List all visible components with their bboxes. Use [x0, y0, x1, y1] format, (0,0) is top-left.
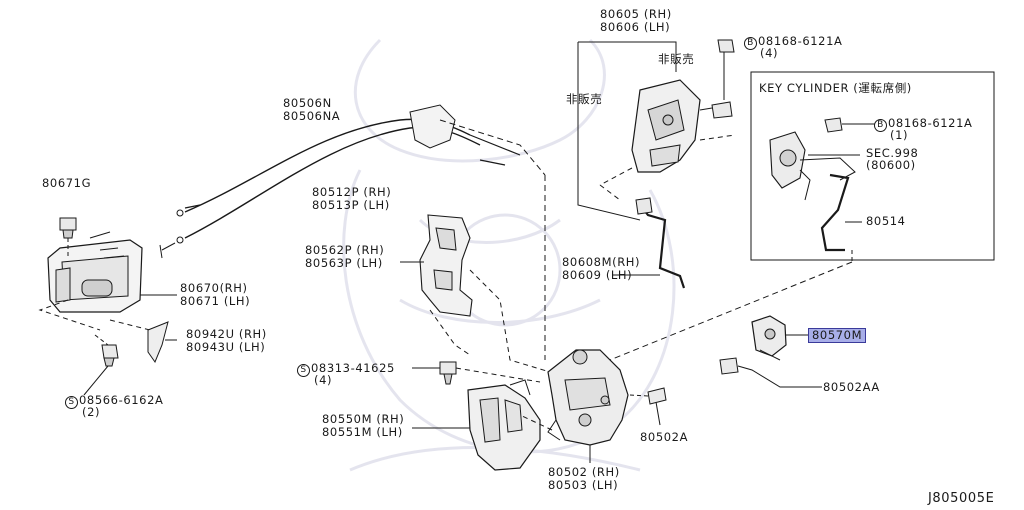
- label-80562p: 80562P (RH): [305, 243, 385, 257]
- label-80671: 80671 (LH): [180, 294, 251, 308]
- label-80605: 80605 (RH): [600, 7, 672, 21]
- cover-80550m: [467, 379, 541, 471]
- label-08168-top-qty: (4): [760, 46, 779, 60]
- key-cylinder-assy: [769, 131, 856, 201]
- bracket-80562p: [419, 214, 473, 317]
- label-80609: 80609 (LH): [562, 268, 633, 282]
- striker-80570m: [751, 315, 787, 361]
- label-08313-qty: (4): [314, 373, 333, 387]
- label-80506n: 80506N: [283, 96, 332, 110]
- label-80570m-highlighted[interactable]: 80570M: [808, 328, 867, 343]
- screw-symbol: S: [297, 364, 310, 377]
- label-80943u: 80943U (LH): [186, 340, 266, 354]
- label-80506na: 80506NA: [283, 109, 341, 123]
- label-sec998-ref: (80600): [866, 158, 916, 172]
- screw-symbol: S: [65, 396, 78, 409]
- label-80563p: 80563P (LH): [305, 256, 383, 270]
- label-80942u: 80942U (RH): [186, 327, 267, 341]
- key-cylinder-box: [750, 71, 995, 261]
- label-80671g: 80671G: [42, 176, 92, 190]
- label-80608m: 80608M(RH): [562, 255, 641, 269]
- label-80503: 80503 (LH): [548, 478, 619, 492]
- diagram-id: J805005E: [928, 491, 995, 506]
- label-80513p: 80513P (LH): [312, 198, 390, 212]
- label-80502a: 80502A: [640, 430, 689, 444]
- label-80550m: 80550M (RH): [322, 412, 405, 426]
- label-80512p: 80512P (RH): [312, 185, 392, 199]
- door-lock-actuator: [547, 349, 629, 446]
- label-sec998: SEC.998: [866, 146, 919, 160]
- key-cylinder-title: KEY CYLINDER (運転席側): [759, 81, 912, 95]
- bolt-symbol: B: [744, 37, 757, 50]
- label-80670: 80670(RH): [180, 281, 248, 295]
- label-08566-qty: (2): [82, 405, 101, 419]
- label-08168-kc-qty: (1): [890, 128, 909, 142]
- label-80502: 80502 (RH): [548, 465, 620, 479]
- label-80606: 80606 (LH): [600, 20, 671, 34]
- inside-handle-80605: [631, 79, 701, 173]
- label-80514: 80514: [866, 214, 906, 228]
- label-80551m: 80551M (LH): [322, 425, 403, 439]
- label-not-for-sale-1: 非販売: [658, 52, 695, 66]
- label-80502aa: 80502AA: [823, 380, 880, 394]
- label-not-for-sale-2: 非販売: [566, 92, 603, 106]
- outside-handle: [47, 239, 143, 313]
- bolt-symbol: B: [874, 119, 887, 132]
